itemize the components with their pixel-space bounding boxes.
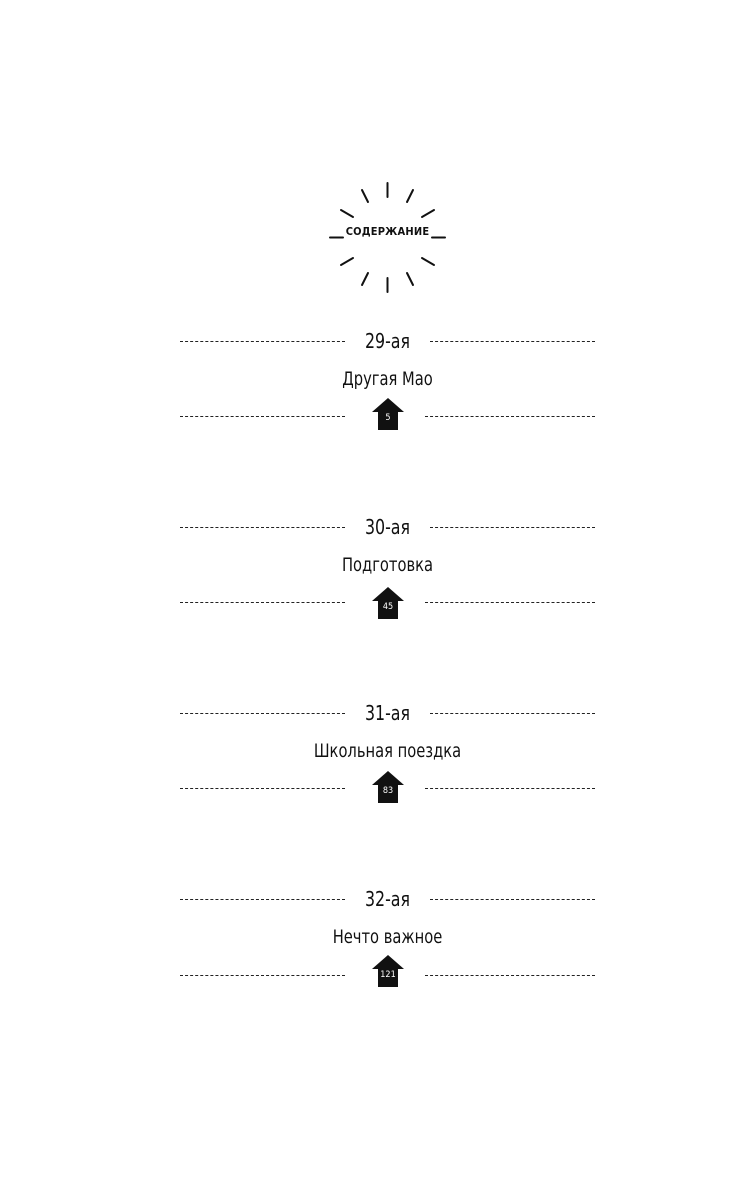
toc-entry[interactable]: 29-ая Другая Мао 5 [180, 328, 595, 438]
chapter-title: Школьная поездка [313, 740, 462, 762]
page-number: 83 [382, 786, 394, 796]
page-number: 121 [380, 970, 396, 980]
divider [430, 527, 595, 528]
divider [430, 713, 595, 714]
divider [425, 788, 595, 789]
toc-entry[interactable]: 30-ая Подготовка 45 [180, 514, 595, 624]
page-house-icon: 83 [370, 769, 406, 805]
divider [180, 527, 345, 528]
divider [180, 341, 345, 342]
divider [425, 975, 595, 976]
chapter-number: 30-ая [364, 515, 411, 539]
chapter-title: Подготовка [341, 554, 434, 576]
toc-entry[interactable]: 31-ая Школьная поездка 83 [180, 700, 595, 810]
sunburst-icon [329, 182, 446, 293]
divider [180, 416, 345, 417]
chapter-number: 29-ая [364, 329, 411, 353]
page-number: 5 [385, 413, 391, 423]
chapter-title: Другая Мао [342, 368, 433, 390]
divider [430, 899, 595, 900]
divider [430, 341, 595, 342]
divider [180, 788, 345, 789]
chapter-number: 31-ая [364, 701, 411, 725]
page-house-icon: 5 [370, 396, 406, 432]
page-house-icon: 45 [370, 585, 406, 621]
divider [180, 713, 345, 714]
divider [180, 602, 345, 603]
contents-title: СОДЕРЖАНИЕ [345, 225, 430, 238]
divider [425, 416, 595, 417]
page-house-icon: 121 [370, 953, 406, 989]
divider [180, 899, 345, 900]
divider [180, 975, 345, 976]
contents-header: СОДЕРЖАНИЕ [325, 175, 450, 300]
toc-entry[interactable]: 32-ая Нечто важное 121 [180, 886, 595, 996]
page-number: 45 [382, 602, 394, 612]
chapter-number: 32-ая [364, 887, 411, 911]
divider [425, 602, 595, 603]
chapter-title: Нечто важное [332, 926, 443, 948]
